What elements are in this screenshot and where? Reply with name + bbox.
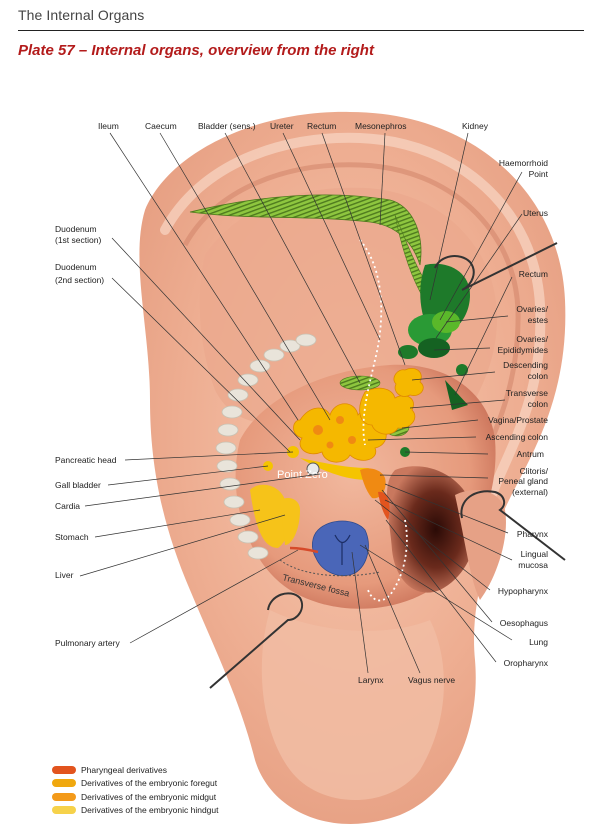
label-mesonephros: Mesonephros — [355, 121, 407, 131]
label-ovaries-2b: Epididymides — [497, 345, 548, 355]
label-stomach: Stomach — [55, 532, 89, 542]
label-duodenum-1b: (1st section) — [55, 235, 101, 245]
dotted-contour-2 — [367, 519, 408, 602]
legend-item: Pharyngeal derivatives — [52, 763, 219, 777]
label-rectum-top: Rectum — [307, 121, 336, 131]
label-rectum-right: Rectum — [519, 269, 548, 279]
label-cardia: Cardia — [55, 501, 80, 511]
header-title: The Internal Organs — [18, 7, 145, 23]
label-lung: Lung — [529, 637, 548, 647]
label-pulmonary: Pulmonary artery — [55, 638, 120, 648]
plate-title: Plate 57 – Internal organs, overview fro… — [18, 42, 374, 59]
legend-label: Derivatives of the embryonic foregut — [81, 778, 218, 789]
ureter-shape — [189, 194, 422, 266]
label-gall: Gall bladder — [55, 480, 101, 490]
label-kidney: Kidney — [462, 121, 489, 131]
label-caecum: Caecum — [145, 121, 177, 131]
label-oropharynx: Oropharynx — [504, 658, 549, 668]
legend-swatch-foregut — [52, 779, 76, 788]
legend-label: Derivatives of the embryonic midgut — [81, 791, 217, 802]
spine-vertebrae — [215, 333, 317, 560]
middle-hook — [460, 490, 566, 561]
label-larynx: Larynx — [358, 675, 384, 685]
label-uterus: Uterus — [523, 208, 548, 218]
pulmonary-artery-shape — [289, 546, 319, 554]
label-transverse-1: Transverse — [506, 388, 548, 398]
label-duodenum-2a: Duodenum — [55, 262, 97, 272]
lobule — [261, 610, 444, 800]
legend-swatch-midgut — [52, 792, 76, 801]
label-pharynx: Pharynx — [517, 529, 549, 539]
intestines — [293, 367, 424, 463]
label-ileum: Ileum — [98, 121, 119, 131]
orange-pieces — [313, 416, 356, 449]
label-ureter: Ureter — [270, 121, 294, 131]
pelvic-organs-green — [398, 311, 468, 410]
label-oesophagus: Oesophagus — [500, 618, 548, 628]
legend-label: Pharyngeal derivatives — [81, 764, 167, 775]
legend-swatch-hindgut — [52, 806, 76, 815]
fossa-curve — [279, 559, 381, 577]
label-antrum: Antrum — [517, 449, 544, 459]
header-rule — [18, 30, 584, 31]
label-descending-2: colon — [528, 371, 549, 381]
upper-gi-organs — [250, 446, 390, 548]
label-clitoris-3: (external) — [512, 487, 548, 497]
helix-rim — [160, 132, 546, 505]
label-haemorrhoid-1: Haemorrhoid — [499, 158, 548, 168]
lower-hook — [209, 592, 304, 689]
label-pancreatic: Pancreatic head — [55, 455, 117, 465]
helix-inner-shadow — [182, 162, 521, 481]
label-hypopharynx: Hypopharynx — [498, 586, 549, 596]
legend-item: Derivatives of the embryonic midgut — [52, 790, 219, 804]
legend: Pharyngeal derivatives Derivatives of th… — [52, 763, 219, 817]
heart-detail — [334, 534, 351, 565]
legend-item: Derivatives of the embryonic hindgut — [52, 804, 219, 818]
label-ascending: Ascending colon — [486, 432, 549, 442]
label-duodenum-2b: (2nd section) — [55, 275, 104, 285]
label-clitoris-1: Clitoris/ — [520, 466, 549, 476]
label-lingual-2: mucosa — [518, 560, 548, 570]
legend-item: Derivatives of the embryonic foregut — [52, 777, 219, 791]
label-haemorrhoid-2: Point — [529, 169, 549, 179]
label-ovaries-2a: Ovaries/ — [516, 334, 548, 344]
legend-swatch-pharyngeal — [52, 765, 76, 774]
label-liver: Liver — [55, 570, 74, 580]
label-transverse-2: colon — [528, 399, 549, 409]
label-point-zero: Point Zero — [277, 469, 328, 481]
label-duodenum-1a: Duodenum — [55, 224, 97, 234]
upper-hook — [434, 242, 558, 291]
label-descending-1: Descending — [503, 360, 548, 370]
label-lingual-1: Lingual — [521, 549, 549, 559]
label-ovaries-1a: Ovaries/ — [516, 304, 548, 314]
label-vagina: Vagina/Prostate — [488, 415, 548, 425]
label-vagus: Vagus nerve — [408, 675, 455, 685]
label-bladder: Bladder (sens.) — [198, 121, 256, 131]
label-ovaries-1b: estes — [528, 315, 548, 325]
leader-lines — [79, 132, 523, 674]
ear-canal — [386, 466, 476, 593]
label-clitoris-2: Peneal gland — [498, 476, 548, 486]
legend-label: Derivatives of the embryonic hindgut — [81, 805, 219, 816]
